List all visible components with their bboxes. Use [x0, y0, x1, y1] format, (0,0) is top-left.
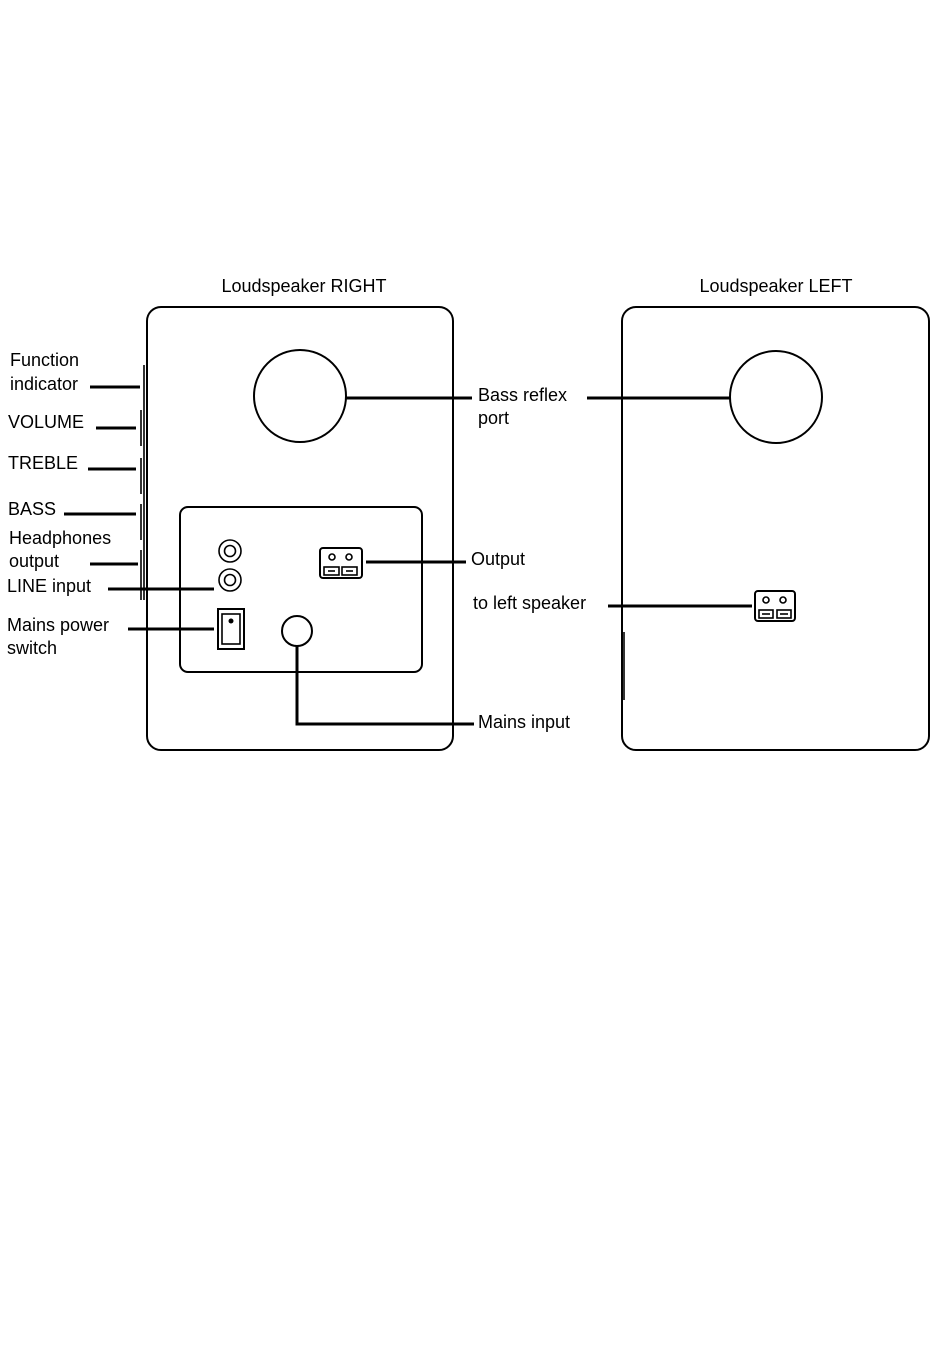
left-speaker-terminal-icon [755, 591, 795, 621]
mains-input-socket-icon [282, 616, 312, 646]
label-to-left-speaker: to left speaker [473, 593, 586, 613]
line-input-jack-icon [219, 569, 241, 591]
side-controls-strip [141, 365, 144, 600]
right-speaker-cabinet [147, 307, 453, 750]
label-volume: VOLUME [8, 412, 84, 432]
leader-lines [64, 387, 752, 724]
label-bass-reflex-port: Bass reflex port [478, 385, 572, 428]
label-treble: TREBLE [8, 453, 78, 473]
speaker-output-terminal-icon [320, 548, 362, 578]
title-left-speaker: Loudspeaker LEFT [699, 276, 852, 296]
bass-reflex-port-left [730, 351, 822, 443]
label-mains-power-switch: Mains power switch [7, 615, 114, 658]
label-mains-input: Mains input [478, 712, 570, 732]
label-function-indicator: Function indicator [10, 350, 84, 394]
label-line-input: LINE input [7, 576, 91, 596]
headphones-jack-icon [219, 540, 241, 562]
bass-reflex-port-right [254, 350, 346, 442]
title-right-speaker: Loudspeaker RIGHT [221, 276, 386, 296]
label-output: Output [471, 549, 525, 569]
label-bass: BASS [8, 499, 56, 519]
connector-panel [180, 507, 422, 672]
mains-power-switch-icon [218, 609, 244, 649]
left-speaker-cabinet [622, 307, 929, 750]
